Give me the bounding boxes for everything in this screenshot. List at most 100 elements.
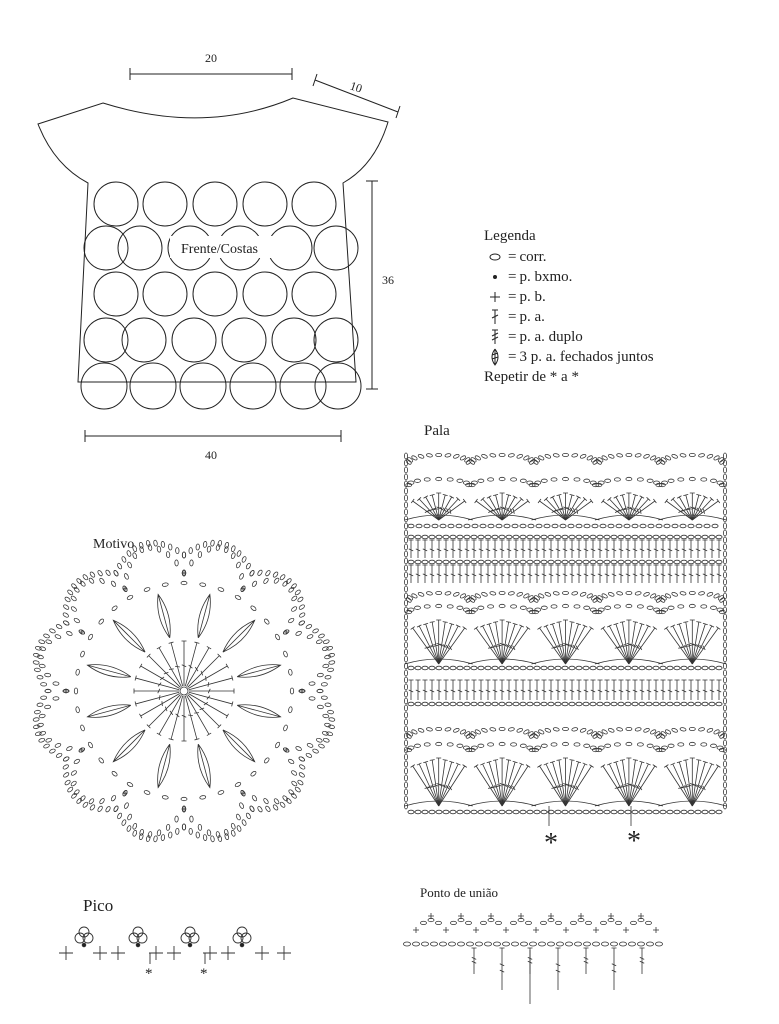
chain-stitch xyxy=(498,809,506,815)
chain-stitch xyxy=(474,729,481,735)
double-crochet-stitch xyxy=(689,757,695,806)
double-crochet-stitch xyxy=(646,539,652,558)
chain-stitch xyxy=(435,741,443,747)
chain-stitch xyxy=(596,701,604,707)
chain-stitch xyxy=(181,805,187,813)
chain-stitch xyxy=(510,920,517,926)
chain-stitch xyxy=(528,747,536,753)
chain-stitch xyxy=(188,547,193,555)
chain-stitch xyxy=(328,653,335,658)
chain-stitch xyxy=(288,789,295,796)
chain-stitch xyxy=(505,809,513,815)
chain-stitch xyxy=(64,596,71,603)
chain-stitch xyxy=(698,591,705,596)
chain-stitch xyxy=(474,593,481,599)
chain-stitch xyxy=(449,559,457,565)
double-crochet-stitch xyxy=(436,492,442,520)
chain-stitch xyxy=(583,941,591,947)
chain-stitch xyxy=(722,641,727,649)
motif-circle xyxy=(121,317,167,363)
chain-stitch xyxy=(687,534,695,540)
chain-stitch xyxy=(703,523,711,529)
chain-stitch xyxy=(126,594,134,600)
chain-stitch xyxy=(663,523,671,529)
chain-stitch xyxy=(589,559,597,565)
chain-stitch xyxy=(251,580,258,587)
chain-stitch xyxy=(470,665,478,671)
chain-stitch xyxy=(403,781,408,789)
chain-stitch xyxy=(666,809,674,815)
chain-stitch xyxy=(526,809,534,815)
chain-stitch xyxy=(470,607,478,612)
double-crochet-stitch xyxy=(186,695,212,736)
chain-stitch xyxy=(87,633,93,641)
double-crochet-stitch xyxy=(681,679,687,700)
chain-stitch xyxy=(444,453,452,458)
chain-stitch xyxy=(316,704,324,710)
chain-stitch xyxy=(516,728,523,733)
chain-stitch xyxy=(44,688,52,694)
motif-circle xyxy=(271,317,317,363)
chain-stitch xyxy=(661,480,668,485)
chain-stitch xyxy=(298,620,305,626)
chain-stitch xyxy=(610,665,618,671)
double-crochet-stitch xyxy=(501,498,530,521)
motif-circle xyxy=(93,271,139,317)
chain-stitch xyxy=(722,599,727,607)
chain-stitch xyxy=(324,654,331,660)
double-crochet-stitch xyxy=(188,663,229,689)
chain-stitch xyxy=(708,701,716,707)
double-crochet-stitch xyxy=(628,498,657,521)
chain-stitch xyxy=(505,559,513,565)
double-crochet-stitch xyxy=(513,679,519,700)
chain-stitch xyxy=(722,627,727,635)
chain-stitch xyxy=(132,829,138,837)
double-crochet-stitch xyxy=(583,679,589,700)
chain-stitch xyxy=(456,534,464,540)
chain-stitch xyxy=(654,595,661,601)
chain-stitch xyxy=(49,748,56,754)
double-crochet-stitch xyxy=(499,492,505,520)
chain-stitch xyxy=(180,580,188,586)
chain-stitch xyxy=(312,748,319,754)
motif-circle xyxy=(291,181,337,227)
chain-stitch xyxy=(143,587,151,592)
chain-stitch xyxy=(561,534,569,540)
chain-stitch xyxy=(638,534,646,540)
chain-arch xyxy=(404,800,473,807)
chain-stitch xyxy=(547,559,555,565)
chain-arch xyxy=(531,514,600,521)
chain-stitch xyxy=(40,682,48,687)
chain-stitch xyxy=(403,522,408,530)
motif-circle xyxy=(291,271,337,317)
double-crochet-stitch xyxy=(520,564,526,583)
chain-stitch xyxy=(403,690,408,698)
chain-stitch xyxy=(638,559,646,565)
double-crochet-stitch xyxy=(415,564,421,583)
double-crochet-stitch xyxy=(184,695,200,741)
chain-stitch xyxy=(723,480,728,488)
chain-stitch xyxy=(491,809,499,815)
chain-stitch xyxy=(616,591,623,596)
chain-stitch xyxy=(82,574,89,581)
chain-stitch xyxy=(650,729,657,735)
double-crochet-stitch xyxy=(408,539,414,558)
chain-stitch xyxy=(561,809,569,815)
chain-stitch xyxy=(435,727,443,732)
double-crochet-stitch xyxy=(506,564,512,583)
chain-stitch xyxy=(468,747,476,753)
chain-stitch xyxy=(153,835,158,843)
chain-stitch xyxy=(715,665,723,671)
chain-stitch xyxy=(526,745,534,750)
double-crochet-stitch xyxy=(471,679,477,700)
double-crochet-stitch xyxy=(639,539,645,558)
pico-slip-stitch xyxy=(81,942,87,948)
double-crochet-stitch xyxy=(486,495,503,521)
double-crochet-stitch xyxy=(702,564,708,583)
chain-stitch xyxy=(78,747,85,753)
chain-stitch xyxy=(694,809,702,815)
chain-stitch xyxy=(62,612,69,618)
double-crochet-stitch xyxy=(628,764,658,807)
chain-stitch xyxy=(474,455,481,461)
